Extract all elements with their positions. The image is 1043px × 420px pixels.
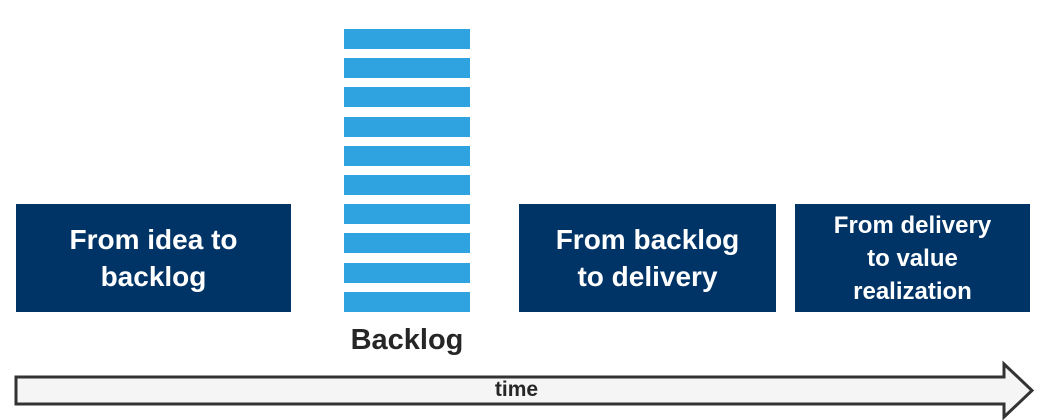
- backlog-item: [344, 204, 470, 224]
- backlog-item: [344, 146, 470, 166]
- stage-label: From delivery to value realization: [833, 211, 992, 305]
- time-arrow-shape: [14, 360, 1035, 420]
- stage-label: From backlog to delivery: [555, 224, 740, 292]
- stage-backlog-to-delivery: From backlog to delivery: [519, 204, 776, 312]
- backlog-item: [344, 117, 470, 137]
- backlog-item: [344, 29, 470, 49]
- backlog-item: [344, 175, 470, 195]
- backlog-label: Backlog: [350, 324, 464, 356]
- backlog-item: [344, 263, 470, 283]
- backlog-item: [344, 292, 470, 312]
- stage-idea-to-backlog: From idea to backlog: [16, 204, 291, 312]
- backlog-item: [344, 233, 470, 253]
- stage-delivery-to-value: From delivery to value realization: [795, 204, 1030, 312]
- backlog-item: [344, 87, 470, 107]
- backlog-item: [344, 58, 470, 78]
- time-label: time: [494, 378, 539, 401]
- stage-label: From idea to backlog: [69, 224, 238, 292]
